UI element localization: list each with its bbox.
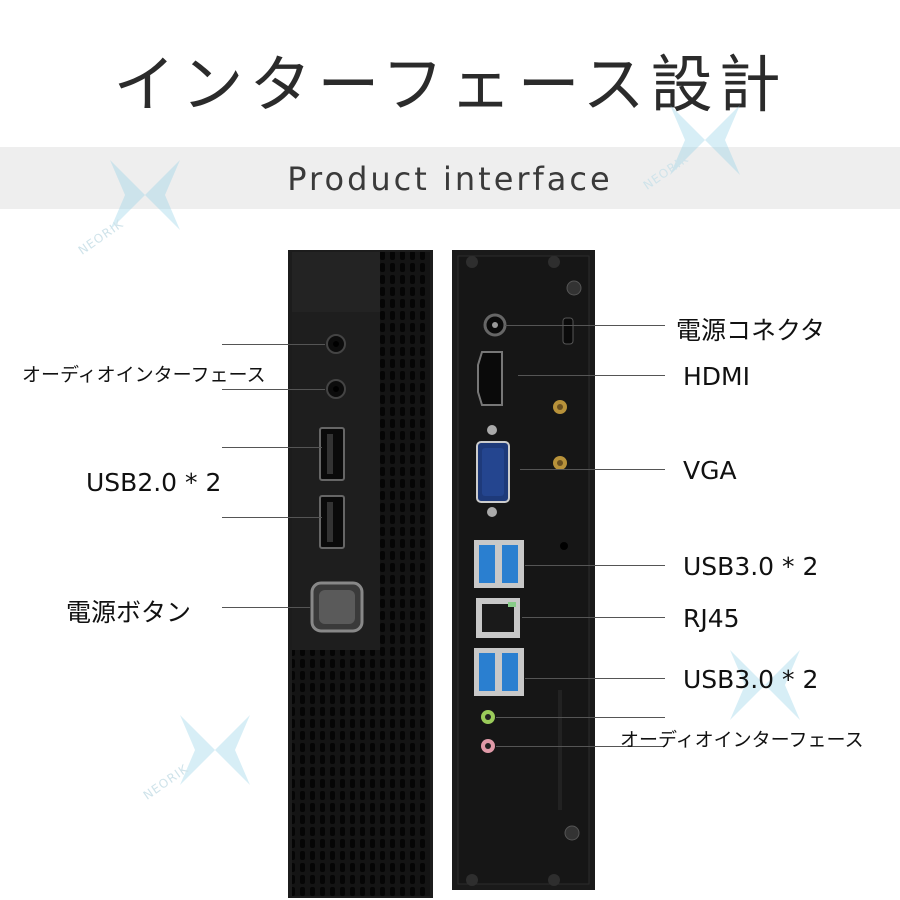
hdmi-port	[477, 351, 503, 406]
watermark-logo-icon	[110, 160, 180, 230]
subtitle-banner	[0, 147, 900, 209]
leader-line	[222, 344, 325, 345]
usb3-bottom-label: USB3.0 * 2	[683, 665, 819, 694]
front-usb2-label: USB2.0 * 2	[86, 468, 222, 497]
watermark-logo-icon	[180, 715, 250, 785]
leader-line	[525, 678, 665, 679]
leader-line	[496, 746, 665, 747]
page-title: インターフェース設計	[113, 48, 787, 121]
front-panel	[288, 250, 433, 898]
usb3-top-label: USB3.0 * 2	[683, 552, 819, 581]
leader-line	[222, 517, 322, 518]
rj45-label: RJ45	[683, 604, 740, 633]
rear-audio-label: オーディオインターフェース	[620, 729, 864, 751]
power-connector-label: 電源コネクタ	[676, 316, 826, 345]
watermark-logo-icon	[670, 105, 740, 175]
power-button-label: 電源ボタン	[66, 598, 192, 627]
leader-line	[522, 617, 665, 618]
watermark-logo-icon	[730, 650, 800, 720]
back-panel	[452, 250, 595, 890]
leader-line	[518, 375, 665, 376]
leader-line	[222, 607, 310, 608]
leader-line	[496, 717, 665, 718]
leader-line	[505, 325, 665, 326]
vga-label: VGA	[683, 456, 737, 485]
leader-line	[222, 389, 325, 390]
leader-line	[520, 469, 665, 470]
subtitle: Product interface	[287, 160, 613, 198]
front-audio-label: オーディオインターフェース	[22, 364, 266, 386]
leader-line	[525, 565, 665, 566]
leader-line	[222, 447, 322, 448]
hdmi-label: HDMI	[683, 362, 750, 391]
